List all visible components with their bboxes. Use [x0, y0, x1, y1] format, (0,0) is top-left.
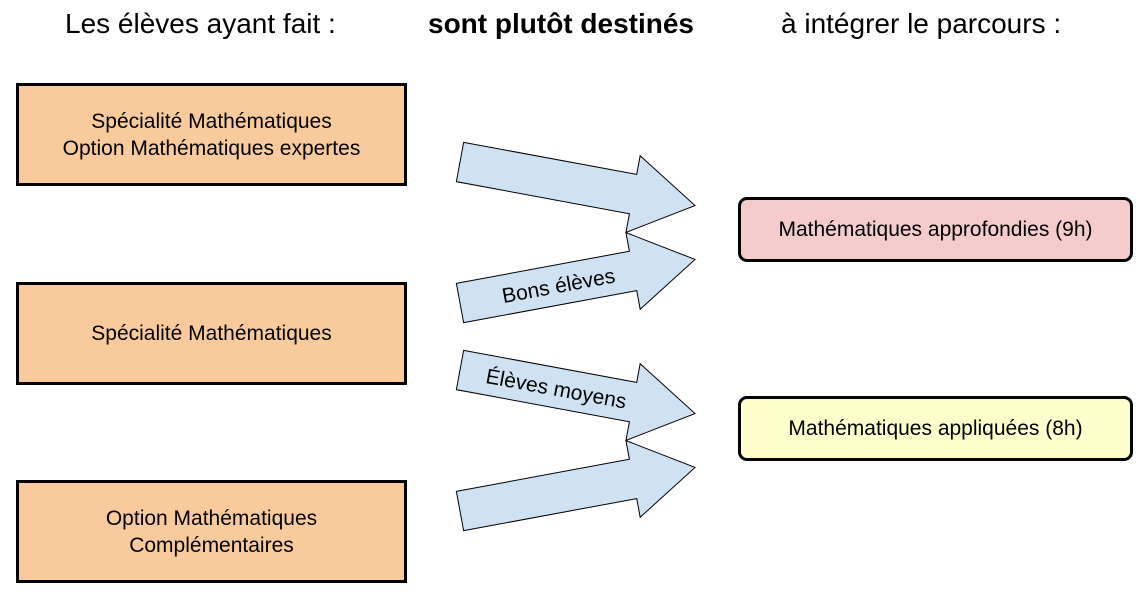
- source-line: Option Mathématiques: [105, 506, 318, 530]
- arrow-4: [455, 439, 696, 532]
- target-box-approfondies: Mathématiques approfondies (9h): [738, 197, 1133, 262]
- target-label: Mathématiques approfondies (9h): [778, 217, 1093, 241]
- header-right: à intégrer le parcours :: [781, 8, 1062, 39]
- arrow-2: Bons élèves: [455, 231, 696, 324]
- header-left: Les élèves ayant fait :: [65, 8, 336, 39]
- target-box-appliquees: Mathématiques appliquées (8h): [738, 396, 1133, 461]
- source-line: Complémentaires: [129, 533, 294, 557]
- target-label: Mathématiques appliquées (8h): [788, 416, 1083, 440]
- header-middle: sont plutôt destinés: [428, 8, 694, 39]
- source-box-specialite: Spécialité Mathématiques: [16, 282, 407, 385]
- source-line: Spécialité Mathématiques: [91, 109, 332, 133]
- source-line: Spécialité Mathématiques: [91, 322, 332, 345]
- source-box-specialite-expertes: Spécialité Mathématiques Option Mathémat…: [16, 83, 407, 186]
- source-line: Option Mathématiques expertes: [62, 136, 361, 160]
- arrow-3: Élèves moyens: [455, 349, 696, 442]
- arrow-1: [455, 141, 696, 234]
- source-box-complementaires: Option Mathématiques Complémentaires: [16, 480, 407, 583]
